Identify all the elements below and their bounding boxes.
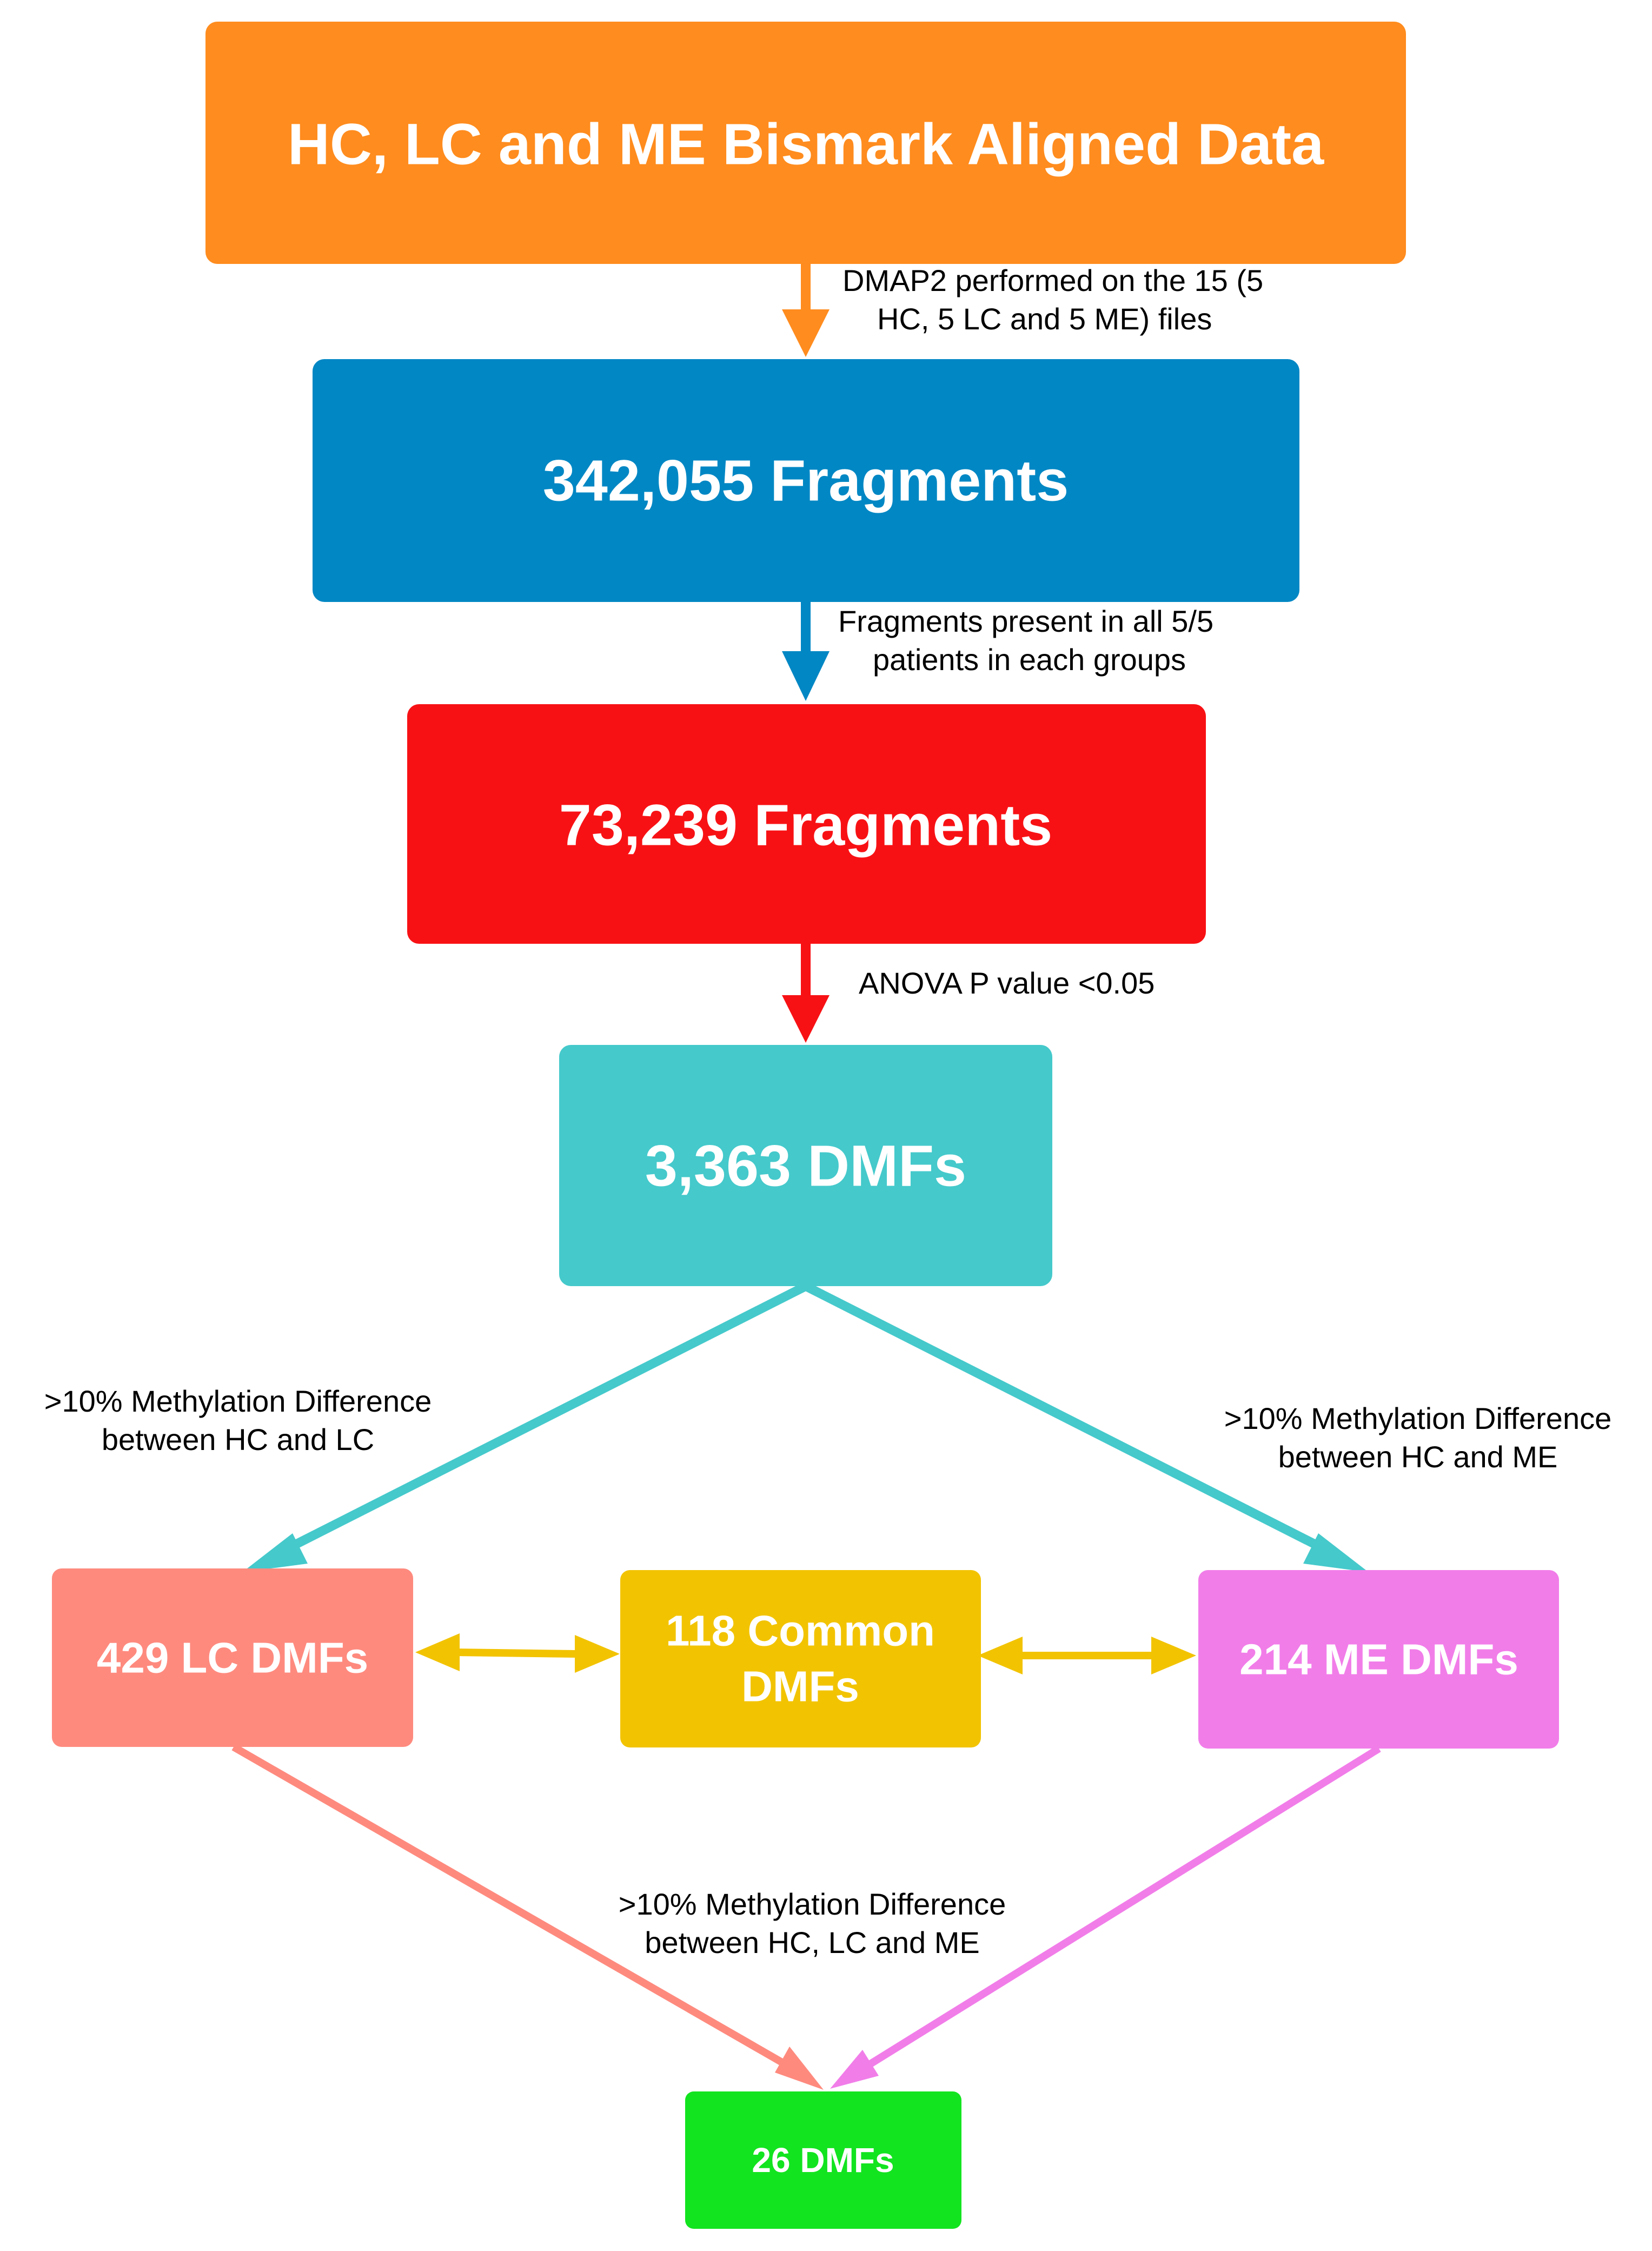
box-final-dmfs: 26 DMFs [685, 2091, 961, 2229]
note-hc-me-line2: between HC and ME [1278, 1440, 1558, 1474]
note-hc-lc-line1: >10% Methylation Difference [44, 1384, 432, 1418]
double-arrow-lc-common [415, 1633, 620, 1673]
note-hc-me-line1: >10% Methylation Difference [1224, 1401, 1612, 1435]
box-common-dmfs-line1: 118 Common [666, 1607, 935, 1655]
note-present-line1: Fragments present in all 5/5 [838, 604, 1213, 638]
box-aligned-data-label: HC, LC and ME Bismark Aligned Data [288, 111, 1324, 177]
box-common-dmfs-line2: DMFs [741, 1663, 859, 1711]
box-common-dmfs: 118 Common DMFs [620, 1570, 981, 1747]
note-dmap2-line1: DMAP2 performed on the 15 (5 [842, 263, 1263, 297]
arrow-present-to-dmfs [782, 944, 830, 1043]
note-hc-lc-me-line2: between HC, LC and ME [645, 1925, 979, 1959]
note-hc-lc: >10% Methylation Difference between HC a… [44, 1384, 432, 1456]
double-arrow-common-me [978, 1637, 1196, 1674]
note-anova-line1: ANOVA P value <0.05 [859, 966, 1155, 1000]
arrow-aligned-to-fragments [782, 264, 830, 357]
box-fragments-present-label: 73,239 Fragments [559, 792, 1052, 858]
note-present-line2: patients in each groups [873, 643, 1186, 677]
arrow-dmfs-to-me [804, 1282, 1369, 1572]
box-dmfs-anova: 3,363 DMFs [559, 1045, 1052, 1286]
box-fragments-all: 342,055 Fragments [313, 359, 1299, 602]
box-lc-dmfs: 429 LC DMFs [52, 1568, 413, 1747]
arrow-lc-to-final [231, 1743, 824, 2090]
arrow-dmfs-to-lc [242, 1282, 808, 1572]
note-hc-me: >10% Methylation Difference between HC a… [1224, 1401, 1612, 1474]
box-final-dmfs-label: 26 DMFs [752, 2141, 894, 2180]
box-lc-dmfs-label: 429 LC DMFs [97, 1634, 368, 1682]
note-dmap2-line2: HC, 5 LC and 5 ME) files [877, 302, 1212, 336]
note-hc-lc-me-line1: >10% Methylation Difference [619, 1887, 1006, 1921]
box-fragments-present: 73,239 Fragments [407, 704, 1206, 944]
box-me-dmfs-label: 214 ME DMFs [1239, 1636, 1518, 1684]
box-dmfs-anova-label: 3,363 DMFs [645, 1133, 966, 1199]
note-dmap2: DMAP2 performed on the 15 (5 HC, 5 LC an… [842, 263, 1263, 336]
note-present: Fragments present in all 5/5 patients in… [838, 604, 1213, 677]
note-hc-lc-line2: between HC and LC [102, 1422, 374, 1456]
note-anova: ANOVA P value <0.05 [859, 966, 1155, 1000]
box-me-dmfs: 214 ME DMFs [1198, 1570, 1559, 1749]
arrow-fragments-to-present [782, 602, 830, 701]
box-fragments-all-label: 342,055 Fragments [543, 448, 1069, 513]
box-aligned-data: HC, LC and ME Bismark Aligned Data [205, 22, 1406, 264]
note-hc-lc-me: >10% Methylation Difference between HC, … [619, 1887, 1006, 1959]
arrow-me-to-final [830, 1745, 1381, 2089]
